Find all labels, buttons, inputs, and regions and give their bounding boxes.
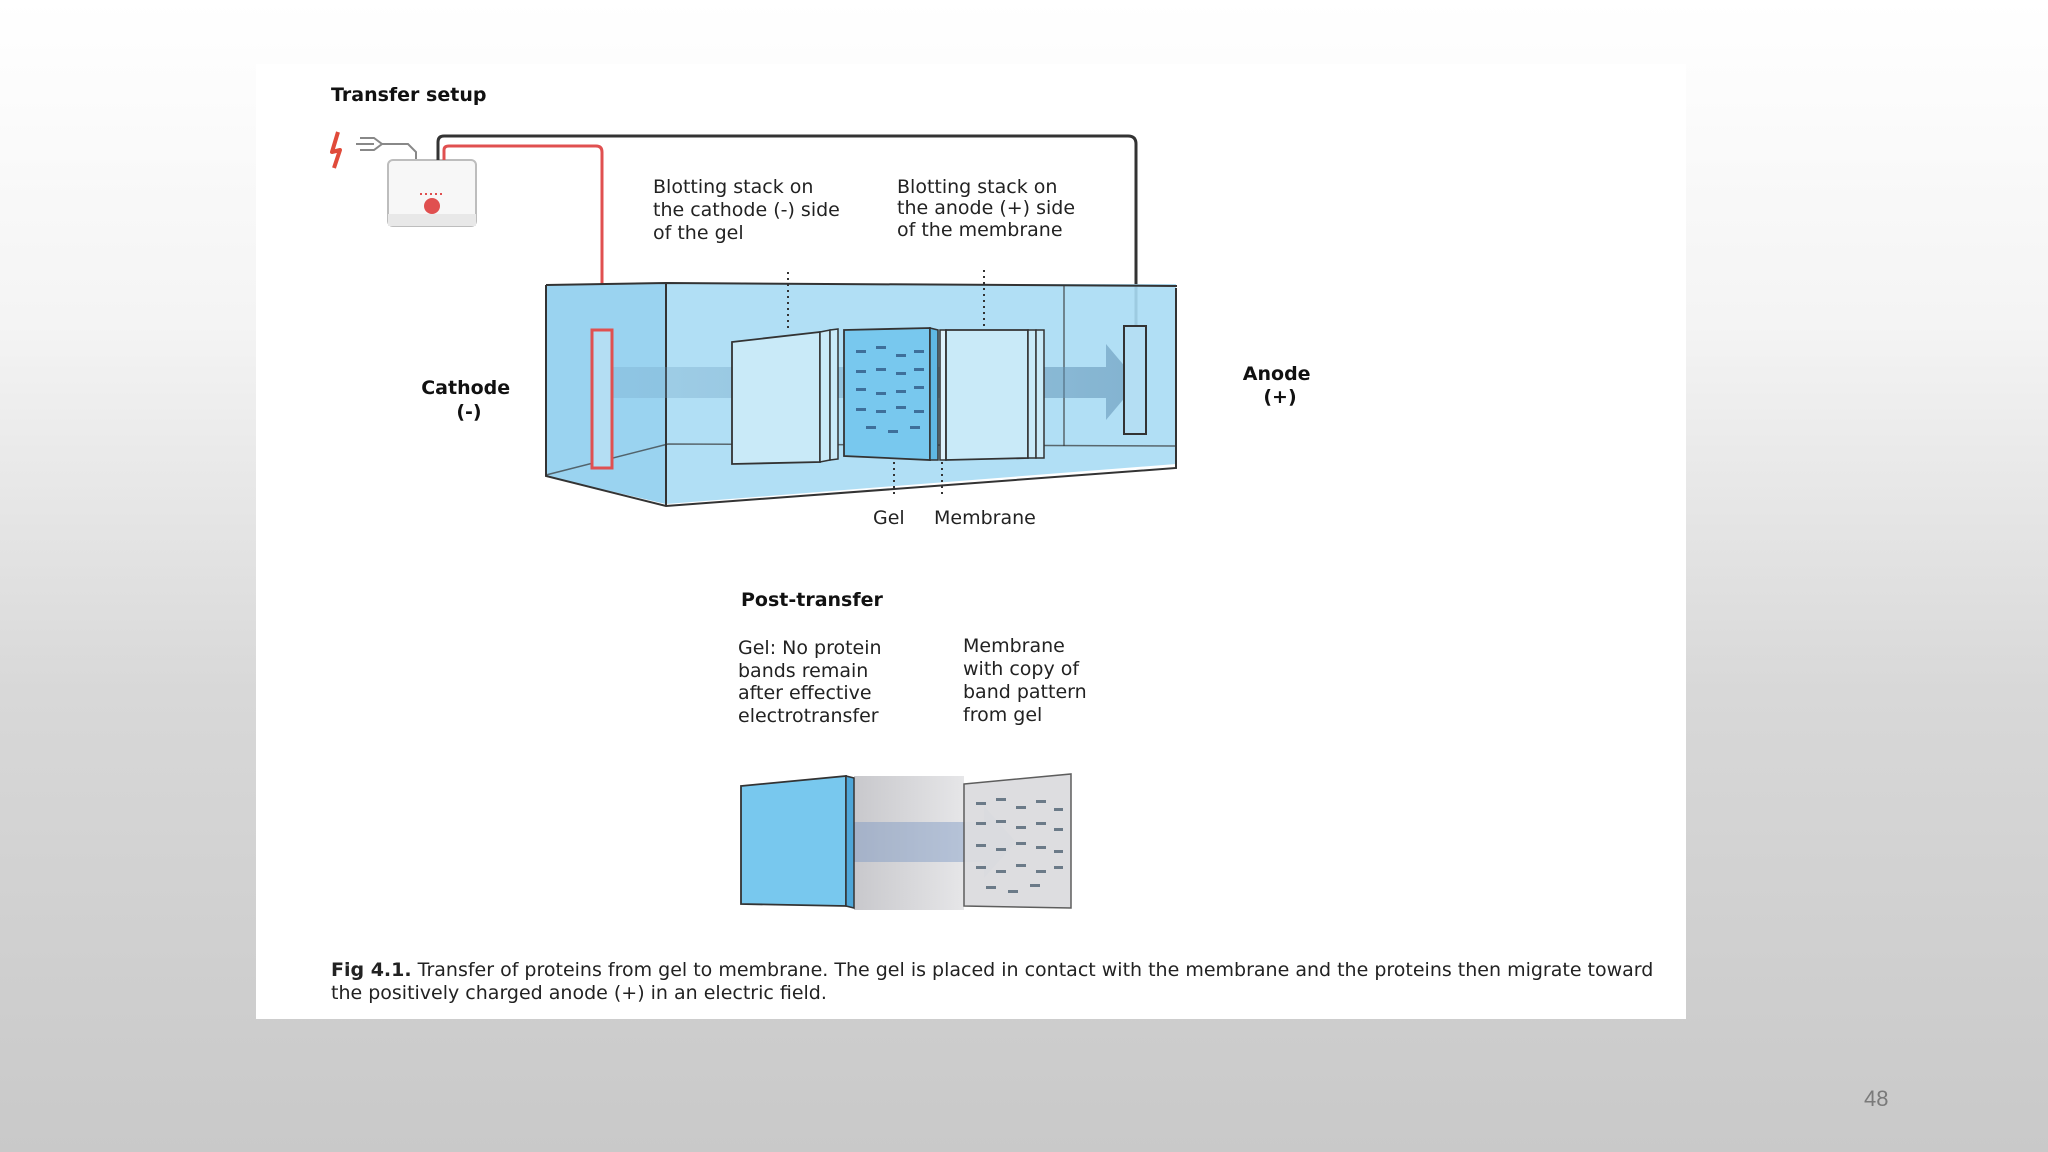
- gel: [843, 327, 939, 461]
- cathode-electrode: [590, 328, 614, 470]
- cathode-blotting-stack: [731, 328, 839, 465]
- cathode-label: Cathode (-): [421, 377, 517, 423]
- cathode-wire: [442, 144, 604, 330]
- post-transfer-membrane: [963, 773, 1072, 909]
- anode-label: Anode (+): [1243, 363, 1317, 408]
- anode-wire: [436, 134, 1138, 326]
- page-number: 48: [1864, 1086, 1889, 1111]
- post-transfer-gel: [740, 775, 847, 907]
- power-supply-icon: [330, 131, 477, 227]
- transfer-setup-title: Transfer setup: [331, 84, 486, 106]
- cathode-stack-label: Blotting stack on the cathode (-) side o…: [653, 176, 846, 244]
- transfer-diagram: Transfer setup: [330, 84, 1317, 910]
- post-transfer-illustration: [740, 773, 1072, 910]
- post-transfer-title: Post-transfer: [741, 589, 884, 611]
- membrane-label: Membrane: [934, 507, 1036, 529]
- gel-post-label: Gel: No protein bands remain after effec…: [738, 637, 888, 727]
- caption-text: Transfer of proteins from gel to membran…: [331, 959, 1654, 1004]
- anode-electrode: [1123, 325, 1147, 435]
- gel-label: Gel: [873, 507, 905, 529]
- anode-stack-label: Blotting stack on the anode (+) side of …: [897, 176, 1081, 241]
- figure-panel: Transfer setup: [256, 64, 1686, 1019]
- figure-caption: Fig 4.1. Transfer of proteins from gel t…: [331, 959, 1671, 1005]
- membrane-post-label: Membrane with copy of band pattern from …: [963, 635, 1093, 726]
- caption-prefix: Fig 4.1.: [331, 959, 412, 981]
- anode-blotting-stack: [945, 329, 1045, 461]
